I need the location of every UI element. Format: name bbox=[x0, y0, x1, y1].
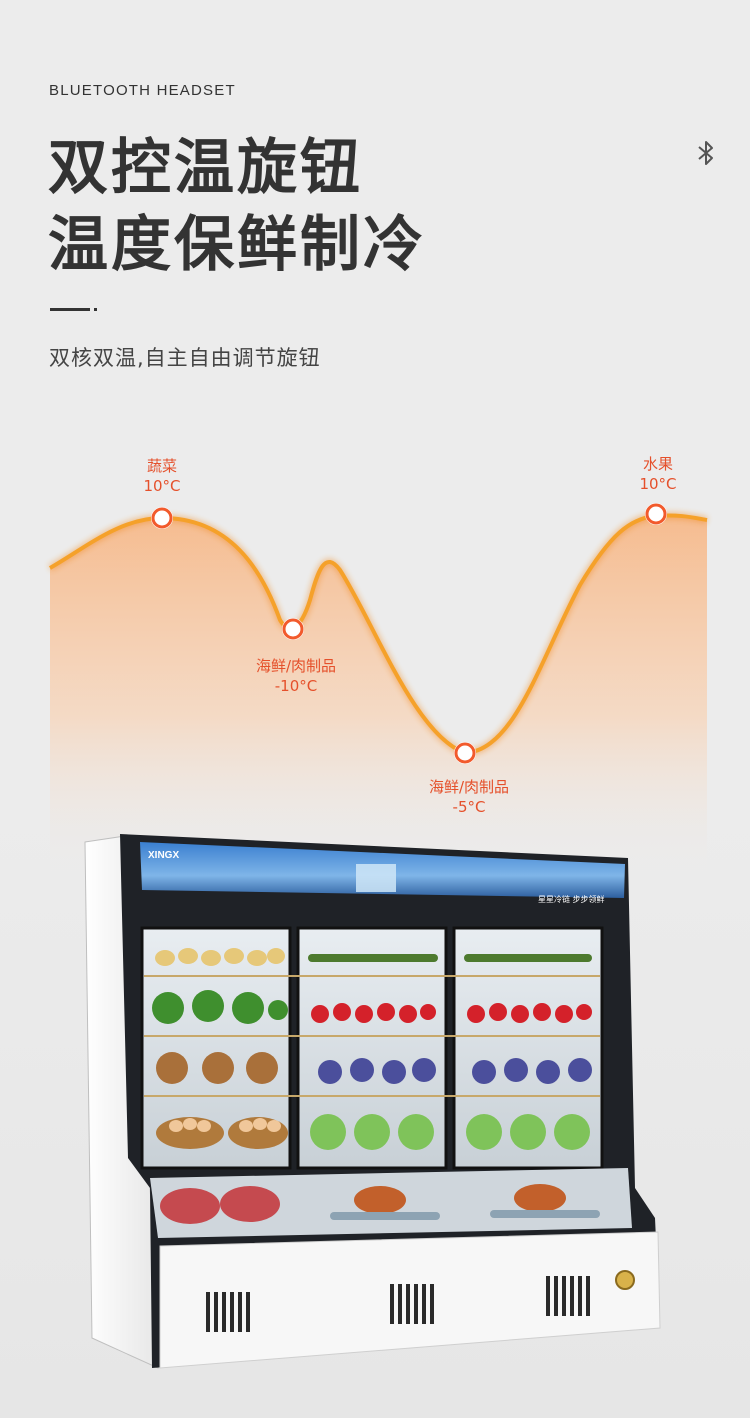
headline-line-2: 温度保鲜制冷 bbox=[48, 210, 426, 280]
produce-potatoes bbox=[155, 948, 285, 966]
produce-seafood bbox=[330, 1184, 600, 1220]
point-temp: -10°C bbox=[274, 677, 318, 695]
point-name: 海鲜/肉制品 bbox=[255, 657, 337, 675]
curve-point-seafood-2 bbox=[454, 742, 476, 764]
display-cabinet: XINGX 星星冷链 步步领鲜 bbox=[84, 834, 661, 1369]
bluetooth-icon bbox=[698, 141, 713, 165]
produce-eggs bbox=[156, 1117, 288, 1149]
produce-broccoli bbox=[152, 990, 288, 1024]
eyebrow-label: BLUETOOTH HEADSET bbox=[49, 82, 236, 99]
point-name: 水果 bbox=[642, 455, 673, 473]
point-label-fruit: 水果 10°C bbox=[639, 454, 676, 494]
shelves bbox=[144, 975, 600, 1097]
vent-grilles bbox=[206, 1276, 590, 1332]
curve-line bbox=[49, 513, 708, 756]
point-name: 蔬菜 bbox=[146, 457, 177, 475]
divider-bar bbox=[50, 308, 90, 311]
point-label-seafood-2: 海鲜/肉制品 -5°C bbox=[429, 777, 509, 817]
curve-point-seafood-1 bbox=[282, 618, 304, 640]
produce-mushrooms bbox=[156, 1052, 278, 1084]
curve-point-fruit bbox=[645, 503, 667, 525]
point-name: 海鲜/肉制品 bbox=[428, 778, 510, 796]
ice-cube bbox=[356, 864, 396, 892]
point-label-seafood-1: 海鲜/肉制品 -10°C bbox=[256, 656, 336, 696]
headline-line-1: 双控温旋钮 bbox=[48, 133, 363, 203]
temperature-curve bbox=[48, 503, 708, 880]
brand-logo: XINGX bbox=[148, 850, 179, 861]
point-temp: 10°C bbox=[143, 477, 181, 495]
produce-meat bbox=[160, 1186, 280, 1224]
produce-strawberries bbox=[311, 1003, 592, 1023]
banner-slogan: 星星冷链 步步领鲜 bbox=[538, 894, 605, 904]
produce-cabbage bbox=[310, 1114, 590, 1150]
divider-dot bbox=[94, 308, 97, 311]
point-temp: 10°C bbox=[639, 475, 677, 493]
curve-point-vegetables bbox=[151, 507, 173, 529]
point-label-vegetables: 蔬菜 10°C bbox=[143, 456, 180, 496]
subtitle: 双核双温,自主自由调节旋钮 bbox=[49, 346, 321, 370]
curve-area-fill bbox=[50, 515, 707, 880]
produce-grapes bbox=[318, 1058, 592, 1084]
produce-cucumbers bbox=[308, 954, 592, 962]
point-temp: -5°C bbox=[452, 798, 486, 816]
control-knob bbox=[615, 1270, 635, 1290]
